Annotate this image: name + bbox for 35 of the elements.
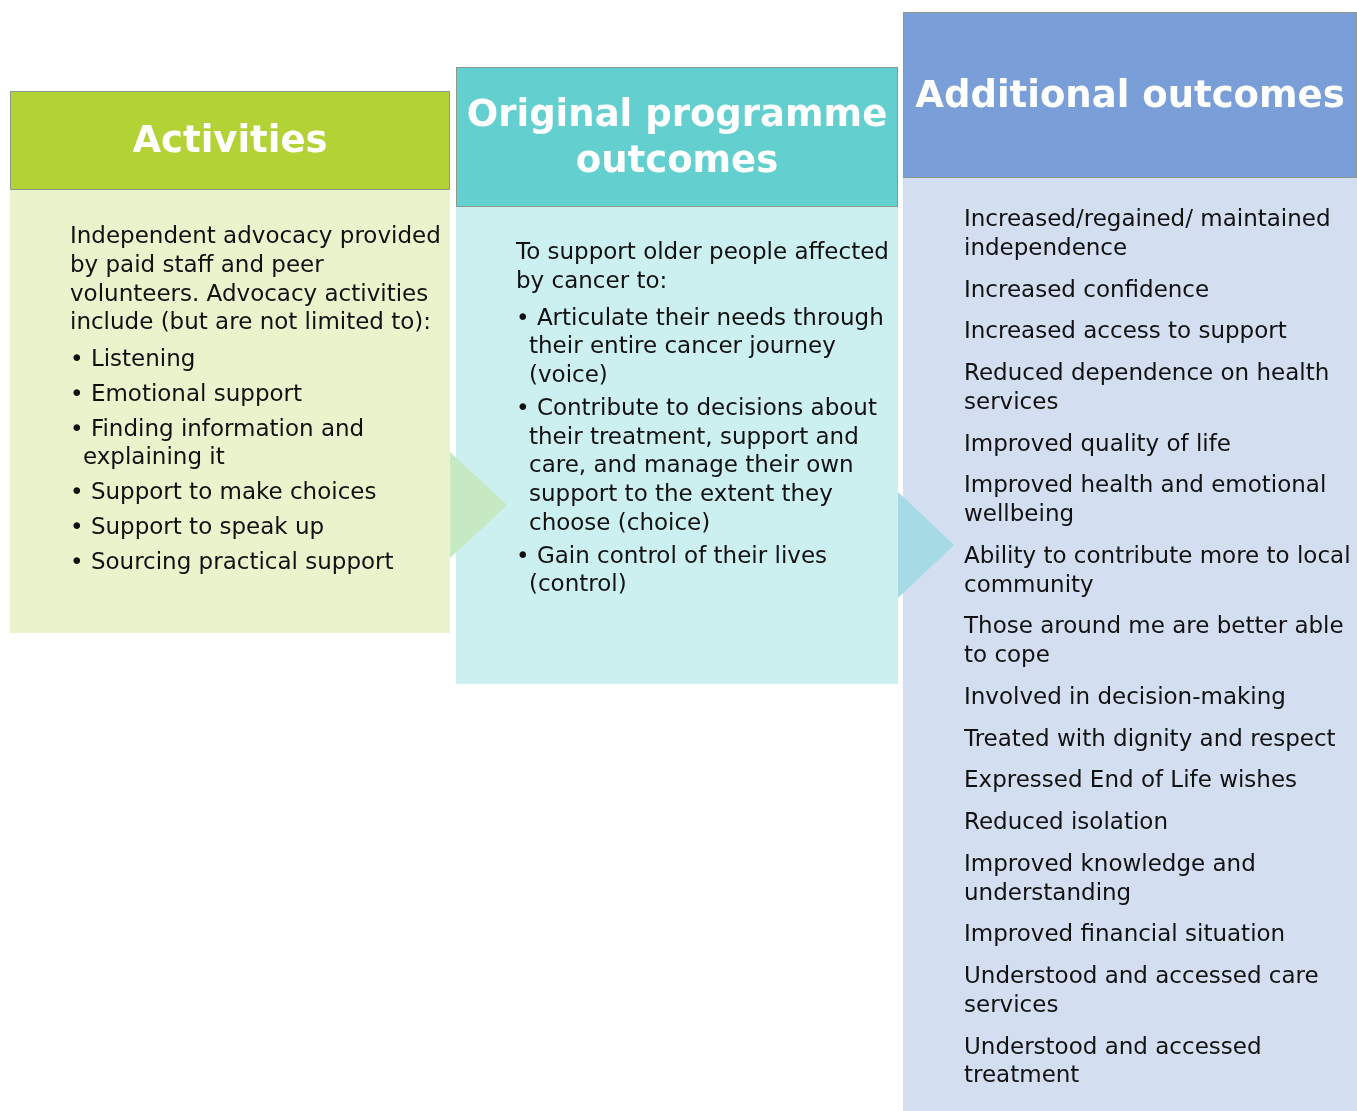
outcome-item: Improved quality of life [964, 428, 1232, 458]
outcome-item: Increased confidence [964, 274, 1211, 304]
bullet-item: • Finding information and explaining it [70, 413, 366, 471]
bullet-item: • Contribute to decisions about their treatment, support and care, and manage their own support to the extent they choose (choice) [516, 392, 878, 537]
outcome-item: Expressed End of Life wishes [964, 765, 1299, 794]
column-panel [10, 91, 450, 633]
bullet-item: • Gain control of their lives (control) [516, 540, 829, 598]
outcome-item: Treated with dignity and respect [964, 723, 1337, 753]
column-panel [903, 12, 1357, 1111]
intro-text: To support older people affected by cancer to: [516, 237, 890, 295]
outcome-item: Increased access to support [964, 316, 1288, 345]
outcome-item: Understood and accessed care services [964, 961, 1320, 1019]
outcome-item: Understood and accessed treatment [964, 1031, 1263, 1089]
outcome-item: Reduced isolation [964, 807, 1169, 836]
outcome-item: Increased/regained/ maintained independence [964, 204, 1332, 262]
column-heading: Activities [131, 117, 329, 164]
column-panel [456, 67, 898, 684]
bullet-item: • Emotional support [70, 378, 304, 408]
outcome-item: Improved knowledge and understanding [964, 848, 1257, 907]
outcome-item: Involved in decision-making [964, 681, 1287, 711]
outcome-item: Improved health and emotional wellbeing [964, 470, 1328, 528]
intro-text: Independent advocacy provided by paid staff and peer volunteers. Advocacy activities include (but are not limited to): [70, 221, 442, 336]
chevron-arrow [450, 452, 507, 558]
outcome-item: Reduced dependence on health services [964, 358, 1331, 416]
bullet-item: • Support to make choices [70, 477, 378, 506]
column-heading: Additional outcomes [914, 71, 1346, 118]
chevron-arrow [898, 492, 954, 598]
bullet-item: • Listening [70, 344, 197, 373]
outcome-item: Those around me are better able to cope [964, 611, 1345, 669]
bullet-item: • Support to speak up [70, 511, 326, 541]
column-heading: Original programme outcomes [465, 90, 889, 183]
outcome-item: Improved financial situation [964, 919, 1287, 948]
bullet-item: • Sourcing practical support [70, 546, 395, 576]
outcome-item: Ability to contribute more to local community [964, 540, 1352, 599]
bullet-item: • Articulate their needs through their entire cancer journey (voice) [516, 302, 885, 389]
